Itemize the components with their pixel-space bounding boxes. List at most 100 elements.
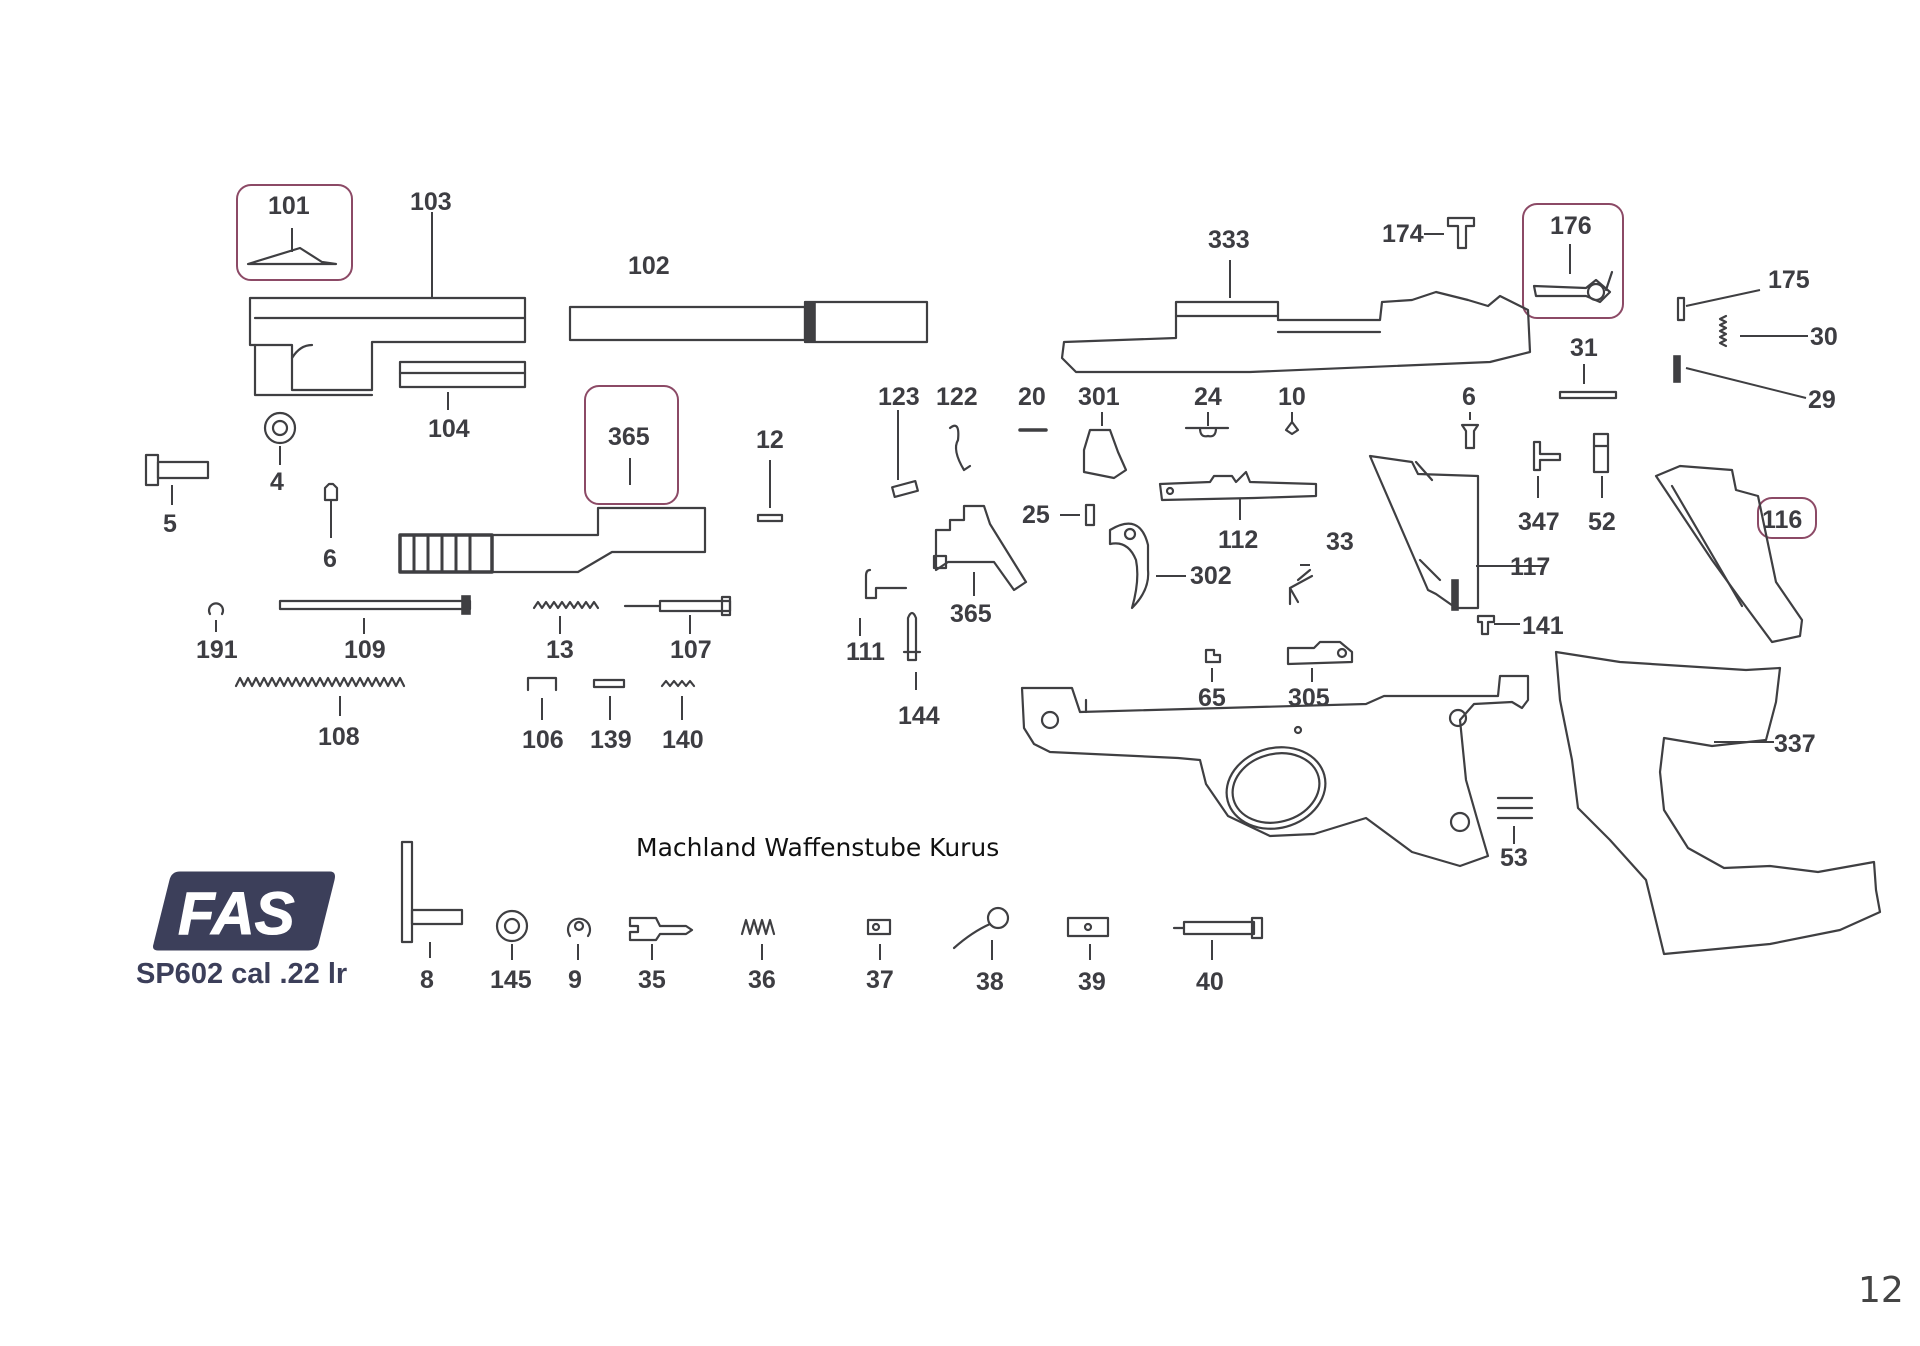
- part-337-grip: [1554, 650, 1882, 956]
- part-13-spring: [532, 600, 600, 634]
- part-365-sear: [932, 504, 1028, 596]
- label-12: 12: [756, 426, 784, 454]
- label-109: 109: [344, 636, 386, 664]
- label-8: 8: [420, 966, 434, 994]
- label-39: 39: [1078, 968, 1106, 996]
- label-305: 305: [1288, 684, 1330, 712]
- part-52: [1592, 432, 1610, 498]
- label-144: 144: [898, 702, 940, 730]
- label-191: 191: [196, 636, 238, 664]
- label-25: 25: [1022, 501, 1050, 529]
- label-103: 103: [410, 188, 452, 216]
- label-123: 123: [878, 383, 920, 411]
- label-52: 52: [1588, 508, 1616, 536]
- part-39: [1066, 916, 1110, 960]
- highlight-box-176: [1522, 203, 1624, 319]
- part-36-spring: [740, 918, 776, 960]
- part-12: [756, 460, 784, 523]
- label-104: 104: [428, 415, 470, 443]
- part-106: [526, 676, 558, 720]
- watermark-text: Machland Waffenstube Kurus: [636, 833, 1000, 862]
- label-4: 4: [270, 468, 284, 496]
- part-144: [902, 611, 922, 690]
- label-111: 111: [846, 638, 885, 666]
- highlight-box-365: [584, 385, 679, 505]
- label-141: 141: [1522, 612, 1564, 640]
- label-53: 53: [1500, 844, 1528, 872]
- label-139: 139: [590, 726, 632, 754]
- model-caption: SP602 cal .22 lr: [136, 958, 348, 990]
- part-6-pin-right: [1460, 412, 1480, 450]
- part-5-screw: [144, 453, 210, 505]
- part-10: [1284, 412, 1300, 436]
- label-365-mid: 365: [950, 600, 992, 628]
- label-5: 5: [163, 510, 177, 538]
- part-frame-lower: [1020, 674, 1530, 868]
- part-31: [1558, 364, 1618, 400]
- part-301: [1082, 412, 1128, 480]
- label-140: 140: [662, 726, 704, 754]
- part-65: [1204, 648, 1222, 682]
- part-102-barrel: [568, 300, 929, 344]
- label-108: 108: [318, 723, 360, 751]
- part-107-pin: [623, 595, 732, 634]
- label-20: 20: [1018, 383, 1046, 411]
- part-139: [592, 678, 626, 720]
- part-111: [859, 568, 908, 636]
- label-122: 122: [936, 383, 978, 411]
- label-102: 102: [628, 252, 670, 280]
- label-337: 337: [1774, 730, 1816, 758]
- part-347: [1532, 440, 1562, 498]
- label-112: 112: [1218, 526, 1258, 554]
- part-30-spring: [1718, 314, 1808, 348]
- label-35: 35: [638, 966, 666, 994]
- label-174: 174: [1382, 220, 1424, 248]
- part-305: [1286, 640, 1354, 682]
- part-24: [1184, 412, 1230, 438]
- part-103-barrel-housing: [248, 212, 527, 397]
- part-53: [1496, 796, 1534, 844]
- highlight-box-116: [1757, 497, 1817, 539]
- part-101-front-sight: [246, 228, 338, 266]
- part-112: [1158, 470, 1318, 520]
- fas-logo: FAS: [153, 871, 335, 951]
- part-123: [891, 410, 919, 499]
- label-10: 10: [1278, 383, 1306, 411]
- label-145: 145: [490, 966, 532, 994]
- label-24: 24: [1194, 383, 1222, 411]
- label-116: 116: [1762, 506, 1802, 534]
- part-117-magazine: [1368, 454, 1544, 611]
- part-40-pin: [1172, 916, 1264, 960]
- label-38: 38: [976, 968, 1004, 996]
- label-31: 31: [1570, 334, 1598, 362]
- highlight-box-101: [236, 184, 353, 281]
- label-30: 30: [1810, 323, 1838, 351]
- label-36: 36: [748, 966, 776, 994]
- part-38-spring: [952, 906, 1010, 960]
- label-37: 37: [866, 966, 894, 994]
- part-6-pin-left: [323, 482, 339, 538]
- logo-text: FAS: [178, 880, 295, 947]
- part-104: [398, 360, 527, 410]
- part-141: [1476, 614, 1520, 636]
- label-117: 117: [1510, 553, 1550, 581]
- label-107: 107: [670, 636, 712, 664]
- part-109-rod: [278, 595, 472, 634]
- label-106: 106: [522, 726, 564, 754]
- part-365-slide: [398, 458, 707, 574]
- label-333: 333: [1208, 226, 1250, 254]
- part-191-clip: [207, 602, 225, 632]
- label-101: 101: [268, 192, 310, 220]
- label-176: 176: [1550, 212, 1592, 240]
- part-116-grip-panel: [1654, 464, 1804, 644]
- label-9: 9: [568, 966, 582, 994]
- part-25: [1060, 503, 1096, 527]
- part-333-frame-top: [1060, 260, 1532, 374]
- part-33: [1288, 564, 1314, 606]
- part-35: [628, 916, 694, 960]
- label-175: 175: [1768, 266, 1810, 294]
- page-number: 12: [1858, 1270, 1904, 1311]
- label-6-right: 6: [1462, 383, 1476, 411]
- part-29: [1673, 355, 1807, 399]
